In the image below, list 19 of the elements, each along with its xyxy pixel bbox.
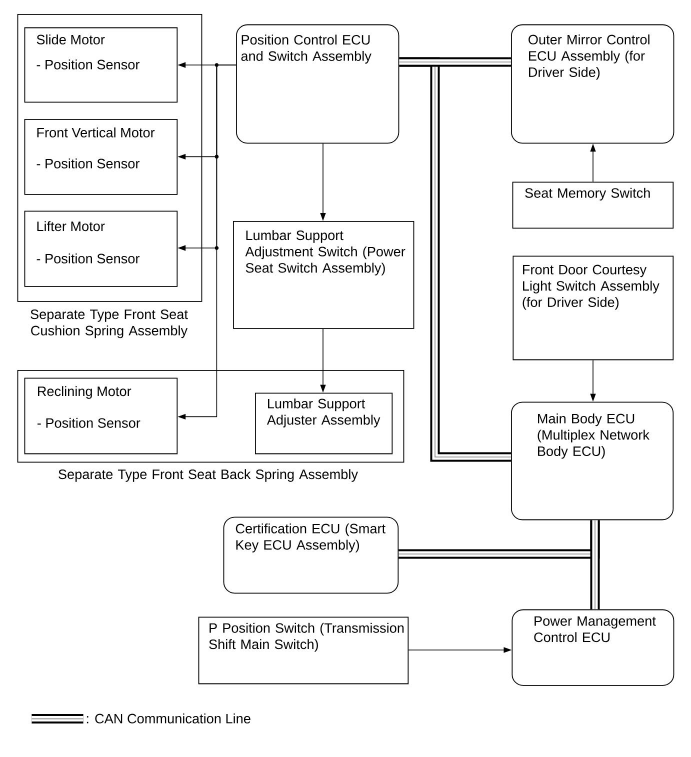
control-unit-box: Main Body ECU (Multiplex Network Body ECU) xyxy=(511,402,674,520)
frame-caption: Separate Type Front Seat Cushion Spring Assembly xyxy=(30,310,188,338)
control-unit-box: Certification ECU (Smart Key ECU Assembly) xyxy=(223,516,399,594)
switch-box: Front Door Courtesy Light Switch Assembly (for Driver Side) xyxy=(512,256,674,360)
motor-box: Lifter Motor - Position Sensor xyxy=(24,210,178,287)
control-unit-box: Outer Mirror Control ECU Assembly (for Driver Side) xyxy=(511,24,674,144)
motor-box: Reclining Motor - Position Sensor xyxy=(24,378,178,454)
control-unit-box: Power Management Control ECU xyxy=(512,609,674,686)
motor-box: Slide Motor - Position Sensor xyxy=(24,27,178,103)
bus-line xyxy=(590,520,600,610)
component-box: Lumbar Support Adjuster Assembly xyxy=(255,392,393,454)
legend-label: : CAN Communication Line xyxy=(86,713,250,724)
switch-box: Lumbar Support Adjustment Switch (Power Seat Switch Assembly) xyxy=(233,221,414,329)
frame-caption: Separate Type Front Seat Back Spring Assembly xyxy=(58,469,358,482)
motor-box: Front Vertical Motor - Position Sensor xyxy=(24,119,178,195)
bus-line xyxy=(398,57,512,67)
control-unit-box: Position Control ECU and Switch Assembly xyxy=(236,24,400,144)
switch-box: Seat Memory Switch xyxy=(512,182,674,229)
switch-box: P Position Switch (Transmission Shift Main Switch) xyxy=(198,616,409,684)
